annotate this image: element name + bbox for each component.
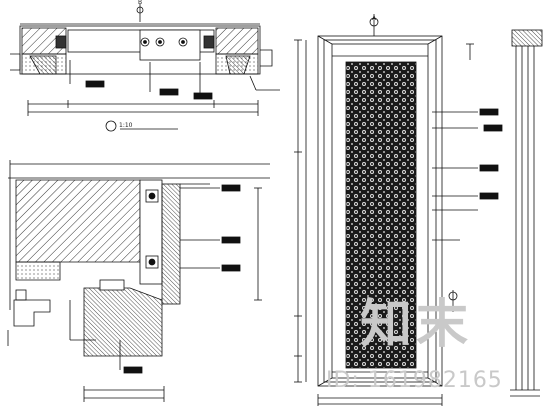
door-elevation [294, 14, 503, 406]
watermark-logo: 知末 [360, 295, 473, 355]
watermark-id: ID: 161982165 [326, 368, 503, 393]
section-caption [105, 120, 178, 132]
top-section-marker: B [138, 0, 143, 6]
side-profile [466, 29, 543, 397]
detail-section [7, 160, 270, 402]
plan-section-top [10, 4, 280, 116]
elevation-marker: A [372, 15, 377, 22]
section-scale: 1:10 [119, 122, 133, 129]
